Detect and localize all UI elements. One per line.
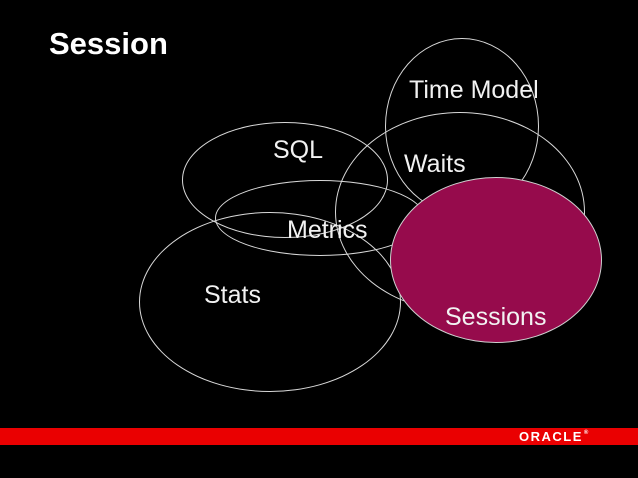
venn-label-waits: Waits	[404, 150, 466, 178]
oracle-logo-text: ORACLE	[519, 429, 583, 444]
venn-label-sessions: Sessions	[445, 303, 547, 331]
slide-title: Session	[49, 26, 168, 61]
venn-label-sql: SQL	[273, 136, 324, 164]
oracle-logo: ORACLE ®	[519, 428, 588, 445]
venn-ellipse-sessions-highlighted	[390, 177, 602, 343]
venn-label-stats: Stats	[204, 281, 261, 309]
registered-trademark-icon: ®	[583, 430, 589, 436]
venn-label-time-model: Time Model	[409, 76, 539, 104]
venn-label-metrics: Metrics	[287, 216, 368, 244]
footer-brand-bar: ORACLE ®	[0, 428, 638, 445]
